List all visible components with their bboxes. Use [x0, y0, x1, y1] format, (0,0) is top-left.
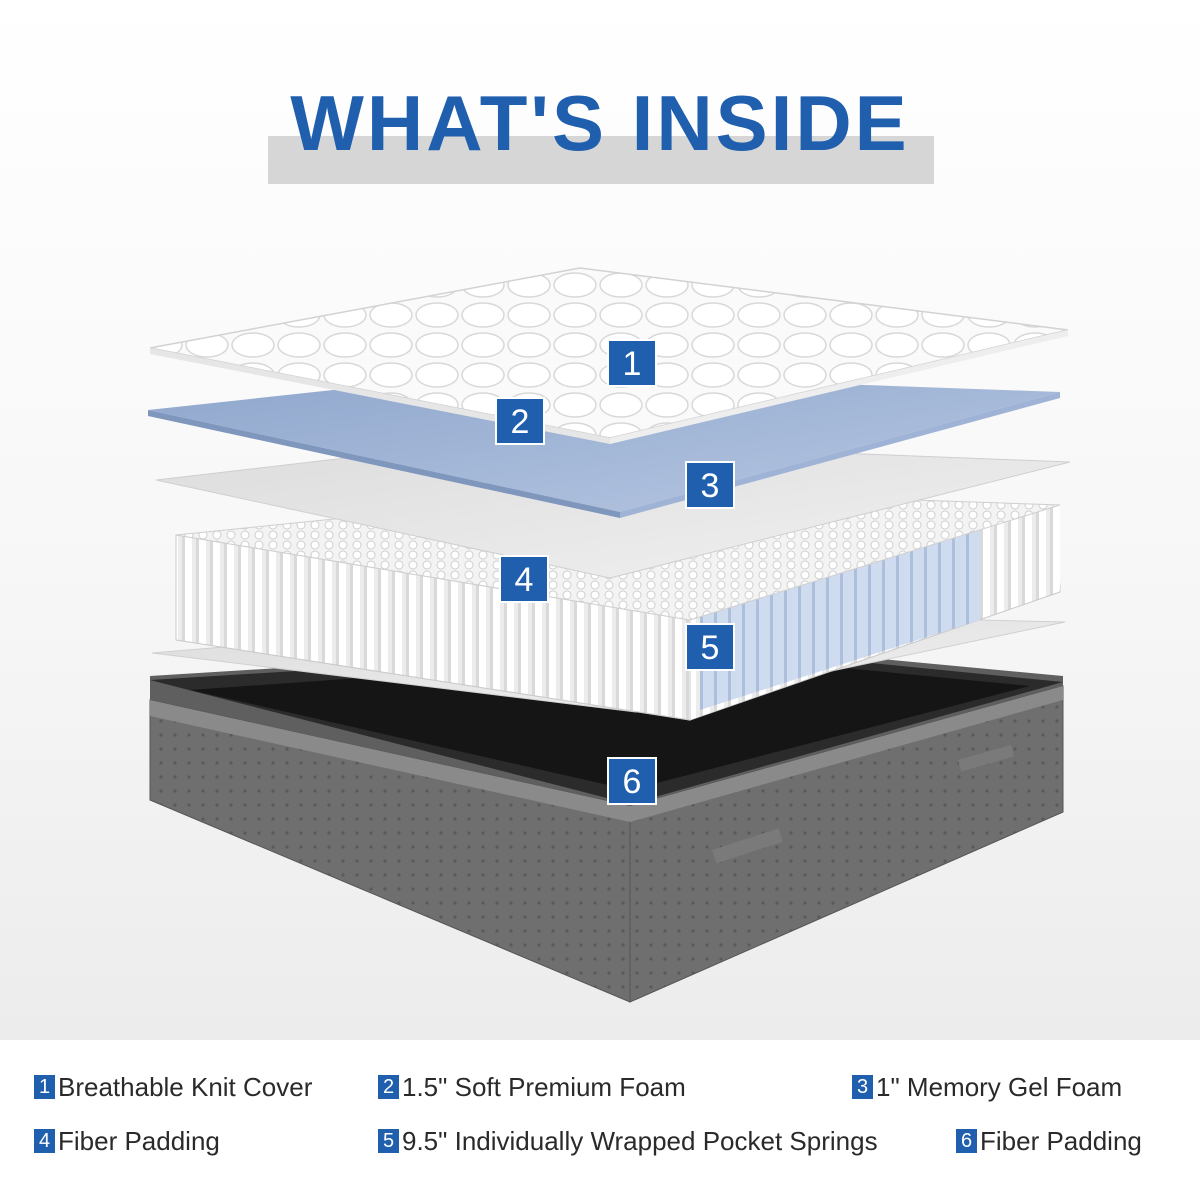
- legend-label: 1.5" Soft Premium Foam: [402, 1072, 686, 1102]
- callout-number: 2: [511, 403, 530, 441]
- callout-box: [607, 757, 657, 805]
- base-mattress: [149, 642, 1064, 1003]
- legend-label: Breathable Knit Cover: [58, 1072, 313, 1102]
- legend-label: Fiber Padding: [980, 1126, 1142, 1156]
- legend-number-badge: 3: [852, 1075, 873, 1099]
- legend-item-3: 3 1" Memory Gel Foam: [852, 1072, 1122, 1102]
- legend: 1 Breathable Knit Cover 2 1.5" Soft Prem…: [0, 1040, 1200, 1200]
- callout-number: 5: [701, 629, 720, 667]
- callout-2: 2: [495, 397, 545, 445]
- callout-6: 6: [607, 757, 657, 805]
- callout-number: 3: [701, 467, 720, 505]
- legend-item-1: 1 Breathable Knit Cover: [34, 1072, 312, 1102]
- legend-item-4: 4 Fiber Padding: [34, 1126, 220, 1156]
- legend-item-2: 2 1.5" Soft Premium Foam: [378, 1072, 686, 1102]
- callout-box: [495, 397, 545, 445]
- legend-number-badge: 1: [34, 1075, 55, 1099]
- legend-label: 1" Memory Gel Foam: [876, 1072, 1123, 1102]
- legend-number-badge: 5: [378, 1129, 399, 1153]
- callout-box: [685, 623, 735, 671]
- legend-number-badge: 4: [34, 1129, 55, 1153]
- callout-number: 1: [623, 345, 642, 383]
- callout-number: 6: [623, 763, 642, 801]
- legend-number-badge: 2: [378, 1075, 399, 1099]
- legend-label: 9.5" Individually Wrapped Pocket Springs: [402, 1126, 878, 1156]
- callout-3: 3: [685, 461, 735, 509]
- legend-number-badge: 6: [956, 1129, 977, 1153]
- callout-box: [607, 339, 657, 387]
- callout-1: 1: [607, 339, 657, 387]
- header: WHAT'S INSIDE: [0, 0, 1200, 200]
- callout-number: 4: [515, 561, 534, 599]
- title-band: [268, 136, 934, 184]
- callout-box: [685, 461, 735, 509]
- legend-item-6: 6 Fiber Padding: [956, 1126, 1142, 1156]
- callout-4: 4: [499, 555, 549, 603]
- legend-label: Fiber Padding: [58, 1126, 220, 1156]
- callout-box: [499, 555, 549, 603]
- page-title: WHAT'S INSIDE: [290, 79, 910, 167]
- mattress-layers-illustration: 1 2 3 4 5 6: [148, 267, 1071, 1003]
- legend-item-5: 5 9.5" Individually Wrapped Pocket Sprin…: [378, 1126, 878, 1156]
- callout-5: 5: [685, 623, 735, 671]
